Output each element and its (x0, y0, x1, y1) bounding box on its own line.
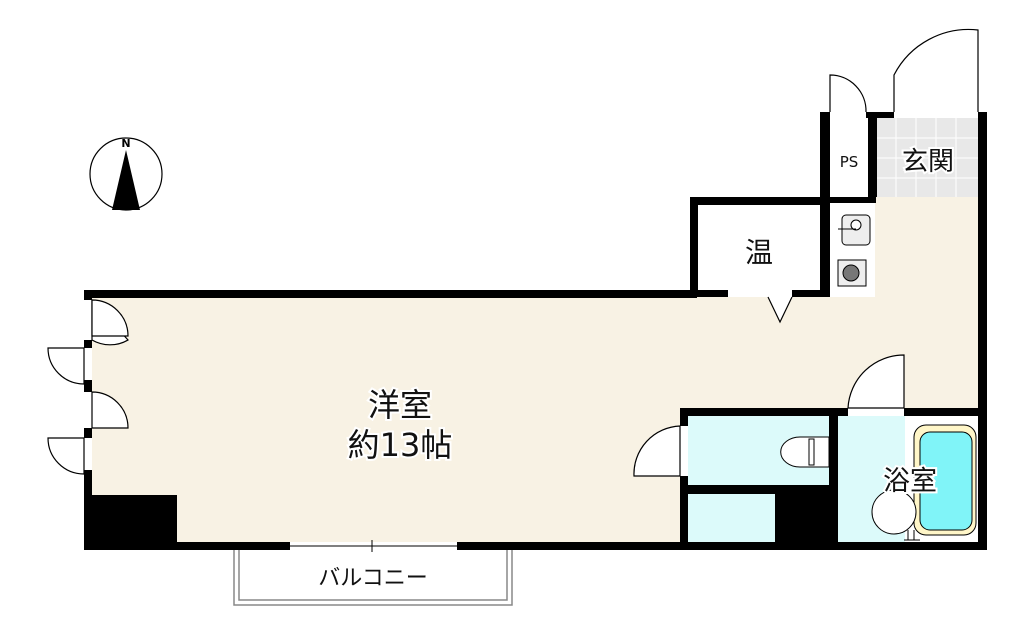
balcony (233, 550, 513, 606)
western-room-size: 約13帖 (348, 426, 453, 464)
toilet-icon (780, 436, 830, 468)
western-room-name: 洋室 (368, 386, 432, 424)
storage (688, 494, 775, 542)
water-heater-label: 温 (745, 236, 773, 269)
compass-label: N (121, 137, 130, 150)
sink-icon (838, 214, 871, 246)
bathroom-label: 浴室 (883, 466, 937, 497)
entrance-floor (876, 118, 978, 203)
western-room-floor (92, 297, 978, 408)
stove-icon (837, 259, 867, 287)
pipe-space-label: PS (840, 153, 859, 171)
doors (47, 28, 979, 477)
compass-north-icon: N (89, 137, 163, 211)
entrance-label: 玄関 (902, 147, 954, 177)
bathtub-icon (913, 424, 977, 536)
washbasin-icon (871, 489, 920, 541)
balcony-label: バルコニー (318, 566, 428, 591)
